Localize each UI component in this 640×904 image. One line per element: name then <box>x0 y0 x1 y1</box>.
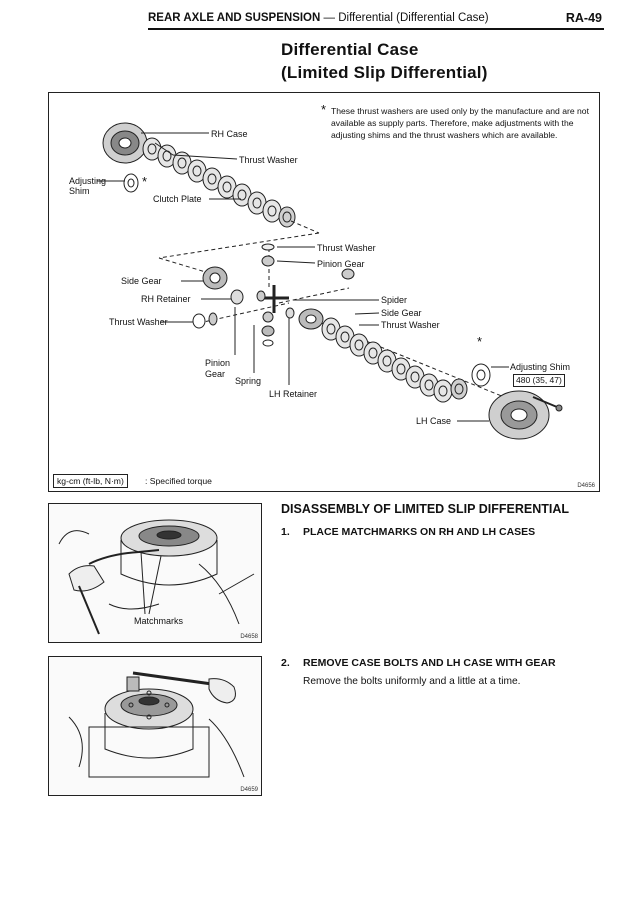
photo-label-matchmarks: Matchmarks <box>134 616 184 626</box>
torque-legend-unit: kg-cm (ft-lb, N·m) <box>53 474 128 488</box>
label-side-gear-right: Side Gear <box>381 308 422 318</box>
header-section: REAR AXLE AND SUSPENSION <box>148 12 321 24</box>
section-title: DISASSEMBLY OF LIMITED SLIP DIFFERENTIAL <box>281 502 569 516</box>
step-2-title: REMOVE CASE BOLTS AND LH CASE WITH GEAR <box>303 657 556 669</box>
label-pinion-gear-low-2: Gear <box>205 369 226 379</box>
label-pinion-gear-mid: Pinion Gear <box>317 259 365 269</box>
page-title: Differential Case <box>281 40 419 59</box>
label-lh-case: LH Case <box>416 416 452 426</box>
label-lh-retainer: LH Retainer <box>269 389 318 399</box>
label-adjusting-shim-right: Adjusting Shim <box>510 362 571 372</box>
header-title: REAR AXLE AND SUSPENSION — Differential … <box>148 12 489 24</box>
page-subtitle: (Limited Slip Differential) <box>281 63 488 82</box>
page-header: REAR AXLE AND SUSPENSION — Differential … <box>148 8 602 30</box>
label-spring: Spring <box>235 376 262 386</box>
page-number: RA-49 <box>565 11 602 25</box>
note-star: * <box>321 102 327 117</box>
step-2-description: Remove the bolts uniformly and a little … <box>303 676 521 687</box>
header-rule <box>148 28 604 30</box>
step-1-number: 1. <box>281 526 290 538</box>
star-right: * <box>477 334 483 349</box>
torque-legend-text: : Specified torque <box>145 476 212 486</box>
supply-note: * These thrust washers are used only by … <box>321 103 593 141</box>
label-pinion-gear-low: Pinion <box>205 358 231 368</box>
photo-remove-bolts-art <box>68 671 245 778</box>
label-thrust-washer-right: Thrust Washer <box>381 320 440 330</box>
header-subsection: — Differential (Differential Case) <box>323 12 489 24</box>
label-thrust-washer-left: Thrust Washer <box>109 317 168 327</box>
label-spider: Spider <box>381 295 408 305</box>
label-clutch-plate: Clutch Plate <box>153 194 202 204</box>
label-rh-case: RH Case <box>211 129 248 139</box>
label-adjusting-shim-left-2: Shim <box>69 186 90 196</box>
photo-figure-code-1: D4658 <box>240 634 258 640</box>
step-1-title: PLACE MATCHMARKS ON RH AND LH CASES <box>303 526 536 538</box>
diagram-artwork <box>97 122 563 440</box>
photo-matchmarks-art <box>58 519 255 635</box>
note-text: These thrust washers are used only by th… <box>331 106 589 140</box>
exploded-diagram: * These thrust washers are used only by … <box>48 92 600 492</box>
step-2-number: 2. <box>281 657 290 669</box>
torque-spec: 480 (35, 47) <box>513 374 565 387</box>
photo-figure-code-2: D4659 <box>240 787 258 793</box>
label-side-gear-left: Side Gear <box>121 276 162 286</box>
star-left: * <box>142 174 148 189</box>
label-adjusting-shim-left: Adjusting <box>69 176 107 186</box>
label-thrust-washer-mid: Thrust Washer <box>317 243 376 253</box>
photo-matchmarks: Matchmarks D4658 <box>48 503 262 643</box>
figure-code: D4656 <box>577 483 595 489</box>
label-rh-retainer: RH Retainer <box>141 294 191 304</box>
label-thrust-washer-top: Thrust Washer <box>239 155 298 165</box>
photo-remove-bolts: D4659 <box>48 656 262 796</box>
